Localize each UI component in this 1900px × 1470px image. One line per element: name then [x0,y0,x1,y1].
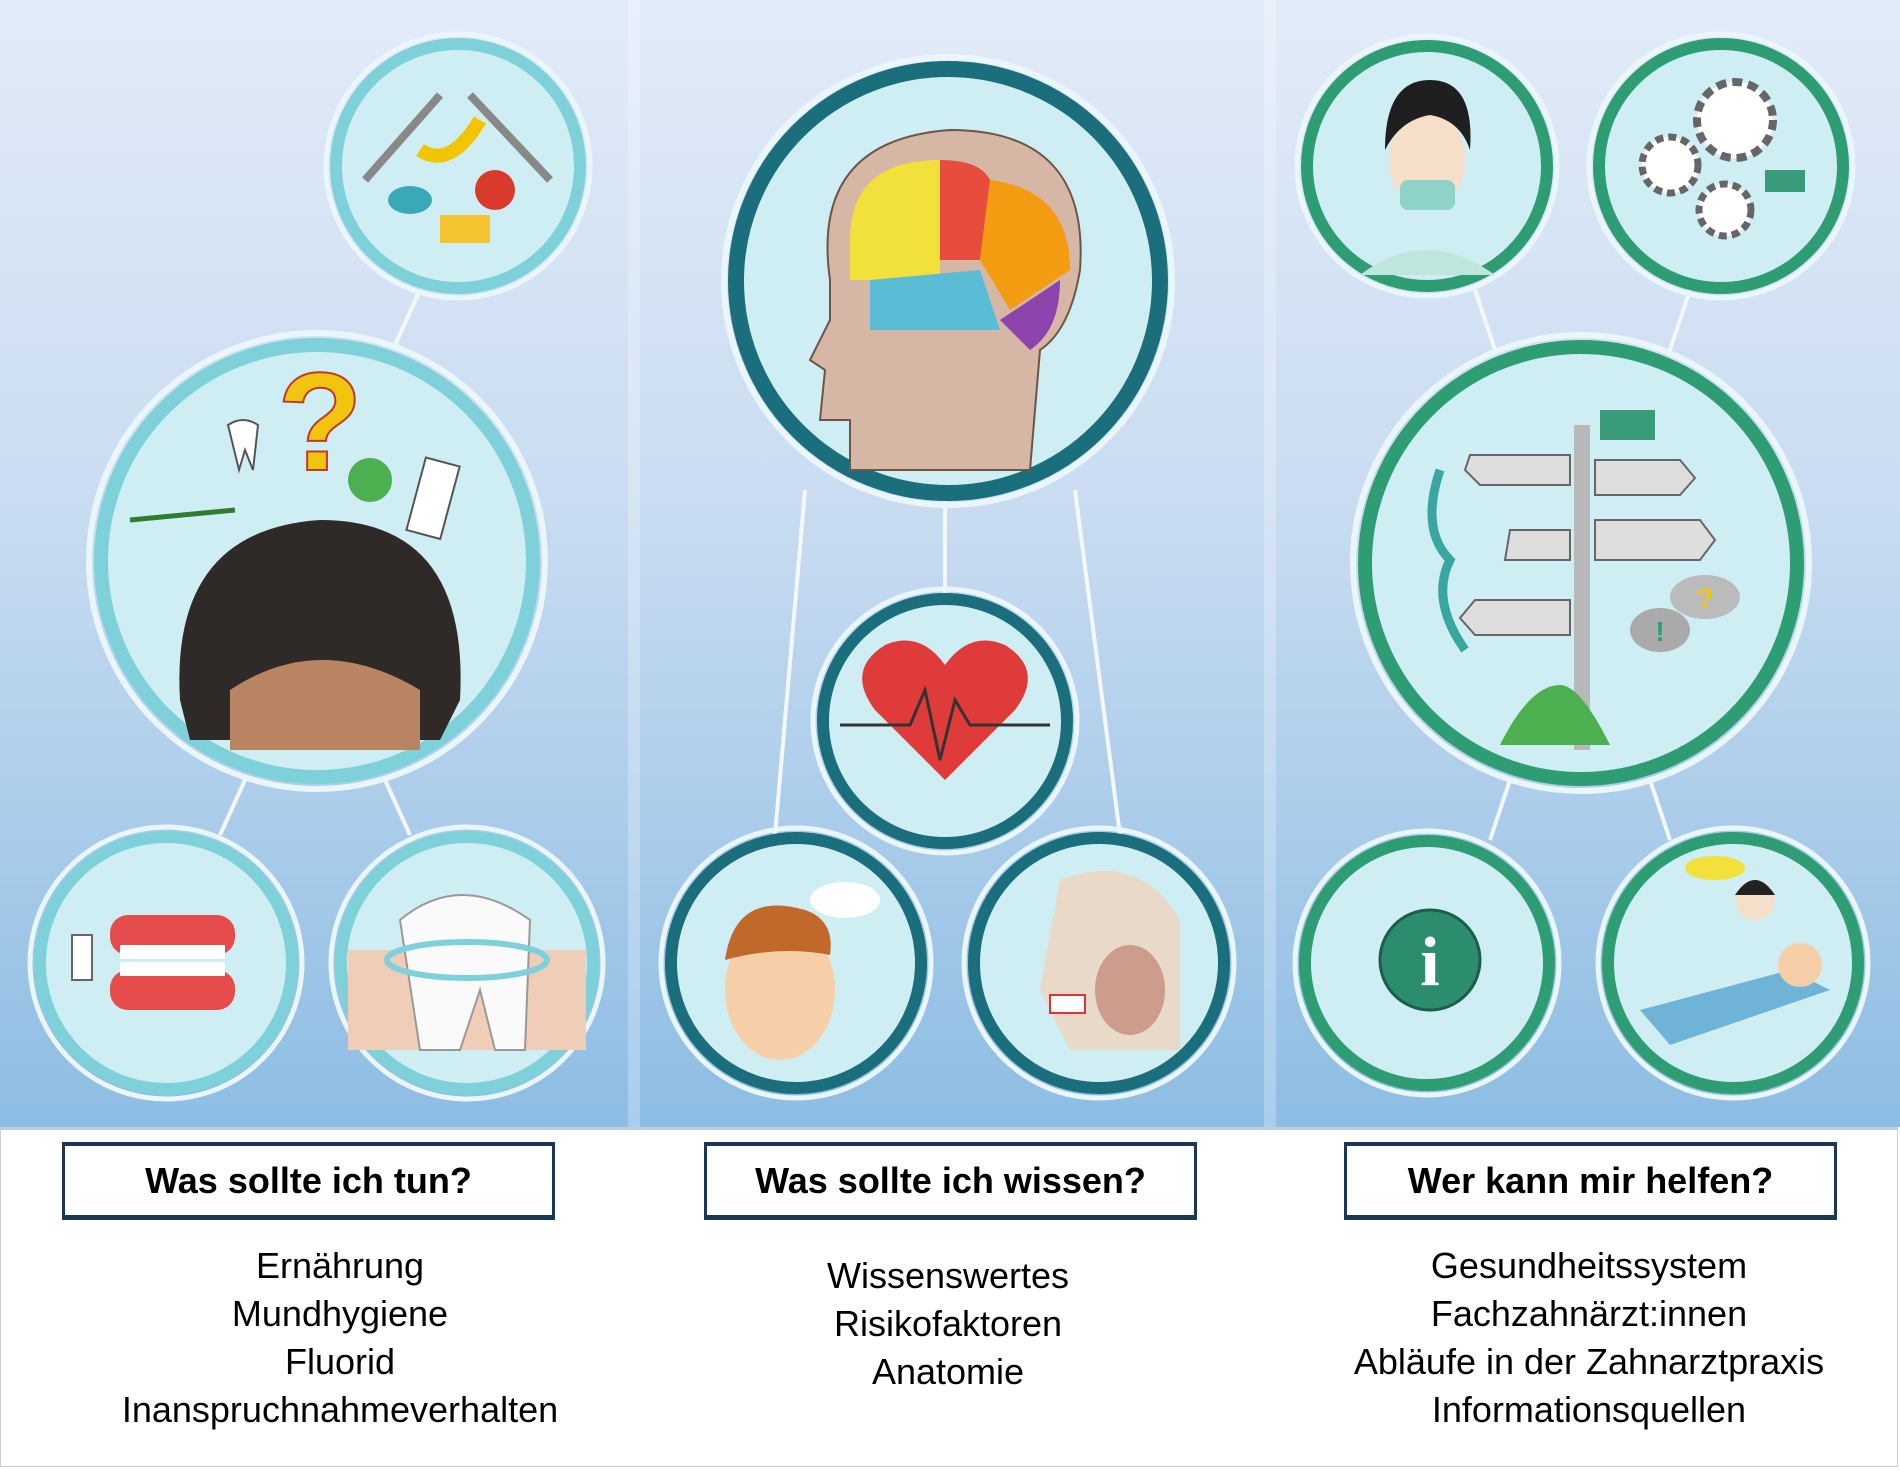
confused-person-icon: ? [86,330,548,792]
list-who-helps: Gesundheitssystem Fachzahnärzt:innen Abl… [1289,1242,1889,1434]
divider [628,0,640,1127]
gears-icon [1586,31,1856,301]
connectors [218,289,1692,841]
treatment-icon [1595,825,1871,1101]
divider [1264,0,1276,1127]
text-panel: Was sollte ich tun? Was sollte ich wisse… [0,1127,1898,1467]
list-item: Informationsquellen [1431,1389,1747,1430]
list-item: Wissenswertes [826,1255,1070,1296]
list-what-to-know: Wissenswertes Risikofaktoren Anatomie [648,1252,1248,1396]
thinking-boy-icon [658,825,934,1101]
tooth-gum-icon [328,824,606,1102]
info-glyph: i [1420,924,1439,1001]
brain-head-icon [721,54,1175,508]
signpost-icon: ? ! [1350,332,1812,794]
info-icon: i [1292,828,1562,1098]
list-what-to-do: Ernährung Mundhygiene Fluorid Inanspruch… [40,1242,640,1434]
heart-pulse-icon [810,586,1080,856]
list-item: Inanspruchnahmeverhalten [121,1389,559,1430]
illustration: ? [0,0,1900,1127]
list-item: Ernährung [255,1245,425,1286]
list-item: Anatomie [871,1351,1025,1392]
heading-who-helps: Wer kann mir helfen? [1344,1142,1837,1220]
heading-what-to-do: Was sollte ich tun? [62,1142,555,1220]
exclaim-glyph: ! [1655,616,1664,647]
list-item: Abläufe in der Zahnarztpraxis [1353,1341,1825,1382]
list-item: Mundhygiene [231,1293,449,1334]
heading-what-to-know: Was sollte ich wissen? [704,1142,1197,1220]
list-item: Gesundheitssystem [1430,1245,1748,1286]
question-glyph: ? [1696,583,1713,614]
food-icon [323,31,593,301]
list-item: Fluorid [284,1341,396,1382]
skull-anatomy-icon [961,825,1237,1101]
dentures-icon [27,824,305,1102]
dentist-icon [1294,33,1560,299]
list-item: Risikofaktoren [833,1303,1063,1344]
list-item: Fachzahnärzt:innen [1430,1293,1748,1334]
